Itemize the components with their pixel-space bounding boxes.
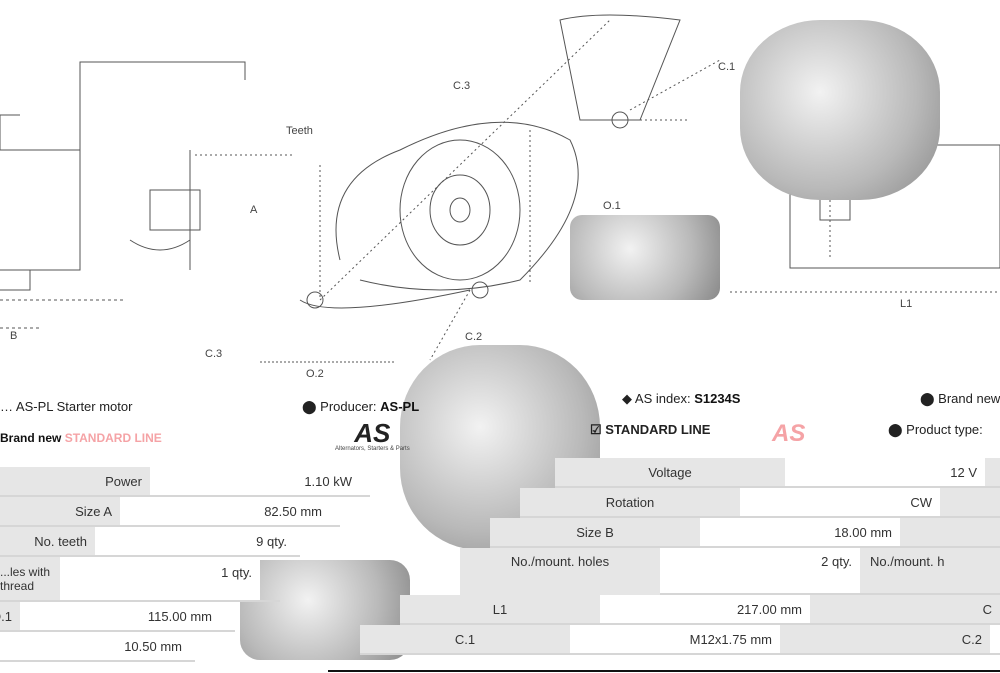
brand-new-left: Brand new STANDARD LINE xyxy=(0,431,162,445)
spec-label: O.1 xyxy=(0,602,20,630)
product-image-front xyxy=(740,20,940,200)
spec-label: No. teeth xyxy=(0,527,95,555)
label-teeth: Teeth xyxy=(286,125,313,137)
spec-label: Power xyxy=(0,467,150,495)
title: … AS-PL Starter motor xyxy=(0,399,133,414)
as-logo: AS Alternators, Starters & Parts xyxy=(335,418,410,452)
product-image-side xyxy=(570,215,720,300)
spec-value: CW xyxy=(740,488,940,516)
as-logo-small: AS xyxy=(772,420,806,447)
spec-value: 115.00 mm xyxy=(20,602,220,630)
spec-value: 2 qty. xyxy=(660,548,860,593)
spec-label: Size B xyxy=(490,518,700,546)
as-index: ◆ AS index: S1234S xyxy=(622,391,741,406)
spec-value: 217.00 mm xyxy=(600,595,810,623)
spec-value: 18.00 mm xyxy=(700,518,900,546)
spec-value: M12x1.75 mm xyxy=(570,625,780,653)
label-c3: C.3 xyxy=(205,348,223,360)
spec-value: 1 qty. xyxy=(60,557,260,600)
spec-value: 1.10 kW xyxy=(150,467,360,495)
label-b: B xyxy=(10,330,18,342)
label-a: A xyxy=(250,204,258,216)
technical-drawing xyxy=(0,14,1000,363)
spec-value: 10.50 mm xyxy=(0,632,190,660)
standard-line: ☑ STANDARD LINE xyxy=(590,422,711,437)
spec-label: C.1 xyxy=(360,625,570,653)
spec-label: ...les with thread xyxy=(0,557,60,600)
spec-label: Size A xyxy=(0,497,120,525)
spec-label: Rotation xyxy=(520,488,740,516)
spec-label: No./mount. holes xyxy=(460,548,660,599)
product-type: ⬤ Product type: xyxy=(888,422,983,437)
spec-label-extra: No./mount. h xyxy=(860,548,1000,593)
label-o1: O.1 xyxy=(603,200,621,212)
spec-value: 12 V xyxy=(785,458,985,486)
label-c1: C.1 xyxy=(718,61,736,73)
label-c3-top: C.3 xyxy=(453,80,471,92)
producer: ⬤ Producer: AS-PL xyxy=(302,399,420,414)
brand-new-right: ⬤ Brand new xyxy=(920,391,1000,406)
bottom-rule xyxy=(328,670,1000,672)
spec-value: 9 qty. xyxy=(95,527,295,555)
table-row: 10.50 mm xyxy=(0,632,195,662)
spec-label-extra: C.2 xyxy=(780,625,990,653)
spec-label: Voltage xyxy=(555,458,785,486)
spec-value: 82.50 mm xyxy=(120,497,330,525)
label-l1: L1 xyxy=(900,298,913,310)
spec-label: L1 xyxy=(400,595,600,623)
label-o2: O.2 xyxy=(306,368,324,380)
spec-label-extra: C xyxy=(810,595,1000,623)
label-c2: C.2 xyxy=(465,331,483,343)
